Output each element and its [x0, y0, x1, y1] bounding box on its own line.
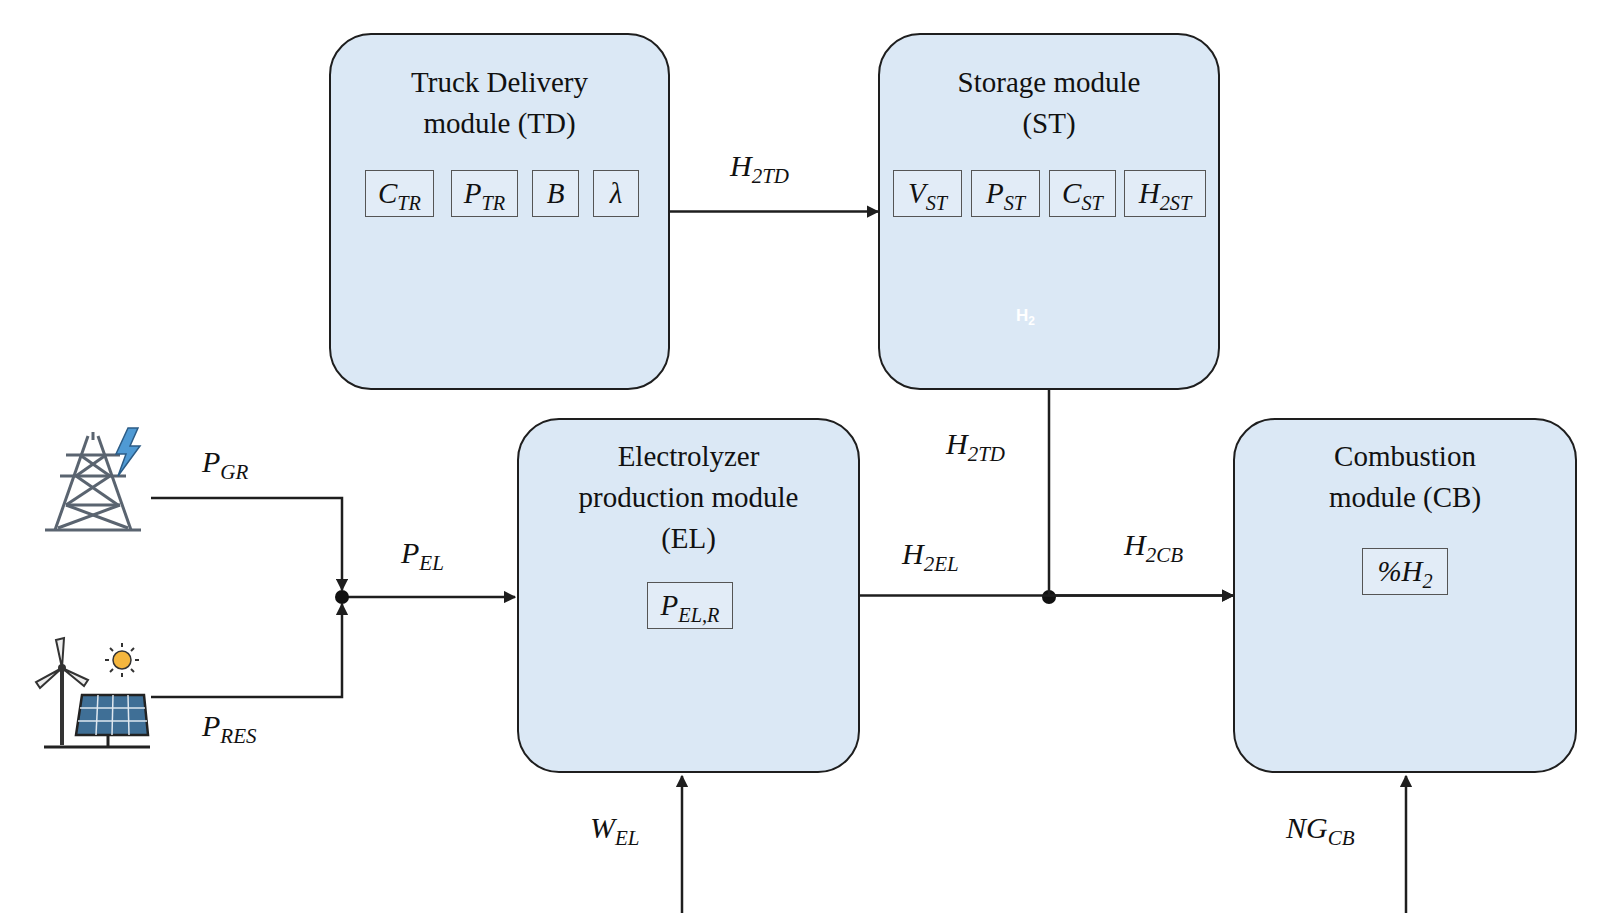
tank-label: H2	[1016, 306, 1035, 326]
flow-label: H2EL	[902, 534, 959, 574]
parameter-symbol: CTR	[378, 177, 421, 210]
module-title: Truck Delivery module (TD)	[390, 62, 610, 144]
parameter-box: PST	[971, 170, 1040, 217]
parameter-symbol: PST	[986, 177, 1025, 210]
flow-label: PRES	[202, 706, 256, 746]
junction-dot	[1042, 590, 1056, 604]
parameter-box: PEL,R	[647, 582, 733, 629]
flow-label: H2TD	[946, 424, 1005, 464]
parameter-box: CST	[1049, 170, 1116, 217]
parameter-box: %H2	[1362, 548, 1448, 595]
lightning-bolt	[116, 428, 140, 476]
module-box: Storage module (ST) VST PST CST H2ST	[878, 33, 1220, 390]
module-box: Electrolyzer production module (EL) PEL,R	[517, 418, 860, 773]
parameter-box: VST	[893, 170, 962, 217]
parameter-box: CTR	[365, 170, 434, 217]
flow-arrow	[860, 594, 1233, 597]
flow-label: PGR	[202, 442, 248, 482]
parameter-symbol: H2ST	[1139, 177, 1192, 210]
parameter-symbol: CST	[1062, 177, 1103, 210]
flow-label: WEL	[590, 808, 640, 848]
flow-label: NGCB	[1286, 808, 1355, 848]
parameter-box: PTR	[451, 170, 518, 217]
flow-label: PEL	[401, 533, 444, 573]
flow-label: H2TD	[730, 146, 789, 186]
parameter-box: H2ST	[1124, 170, 1206, 217]
module-box: Combustion module (CB) %H2	[1233, 418, 1577, 773]
module-title: Storage module (ST)	[939, 62, 1159, 144]
parameter-symbol: PEL,R	[661, 589, 720, 622]
parameter-symbol: λ	[610, 177, 623, 210]
parameter-box: B	[532, 170, 579, 217]
renewable-icon	[36, 638, 150, 747]
parameter-symbol: B	[547, 177, 565, 210]
flow-arrow	[670, 210, 878, 213]
flow-arrow	[1049, 390, 1233, 596]
module-title: Combustion module (CB)	[1305, 436, 1505, 518]
parameter-symbol: VST	[908, 177, 947, 210]
module-title: Electrolyzer production module (EL)	[558, 436, 820, 559]
module-box: Truck Delivery module (TD) CTR PTR Bλ	[329, 33, 670, 390]
parameter-box: λ	[593, 170, 639, 217]
parameter-symbol: PTR	[464, 177, 505, 210]
parameter-symbol: %H2	[1377, 555, 1432, 588]
junction-dot	[335, 590, 349, 604]
flow-label: H2CB	[1124, 525, 1183, 565]
